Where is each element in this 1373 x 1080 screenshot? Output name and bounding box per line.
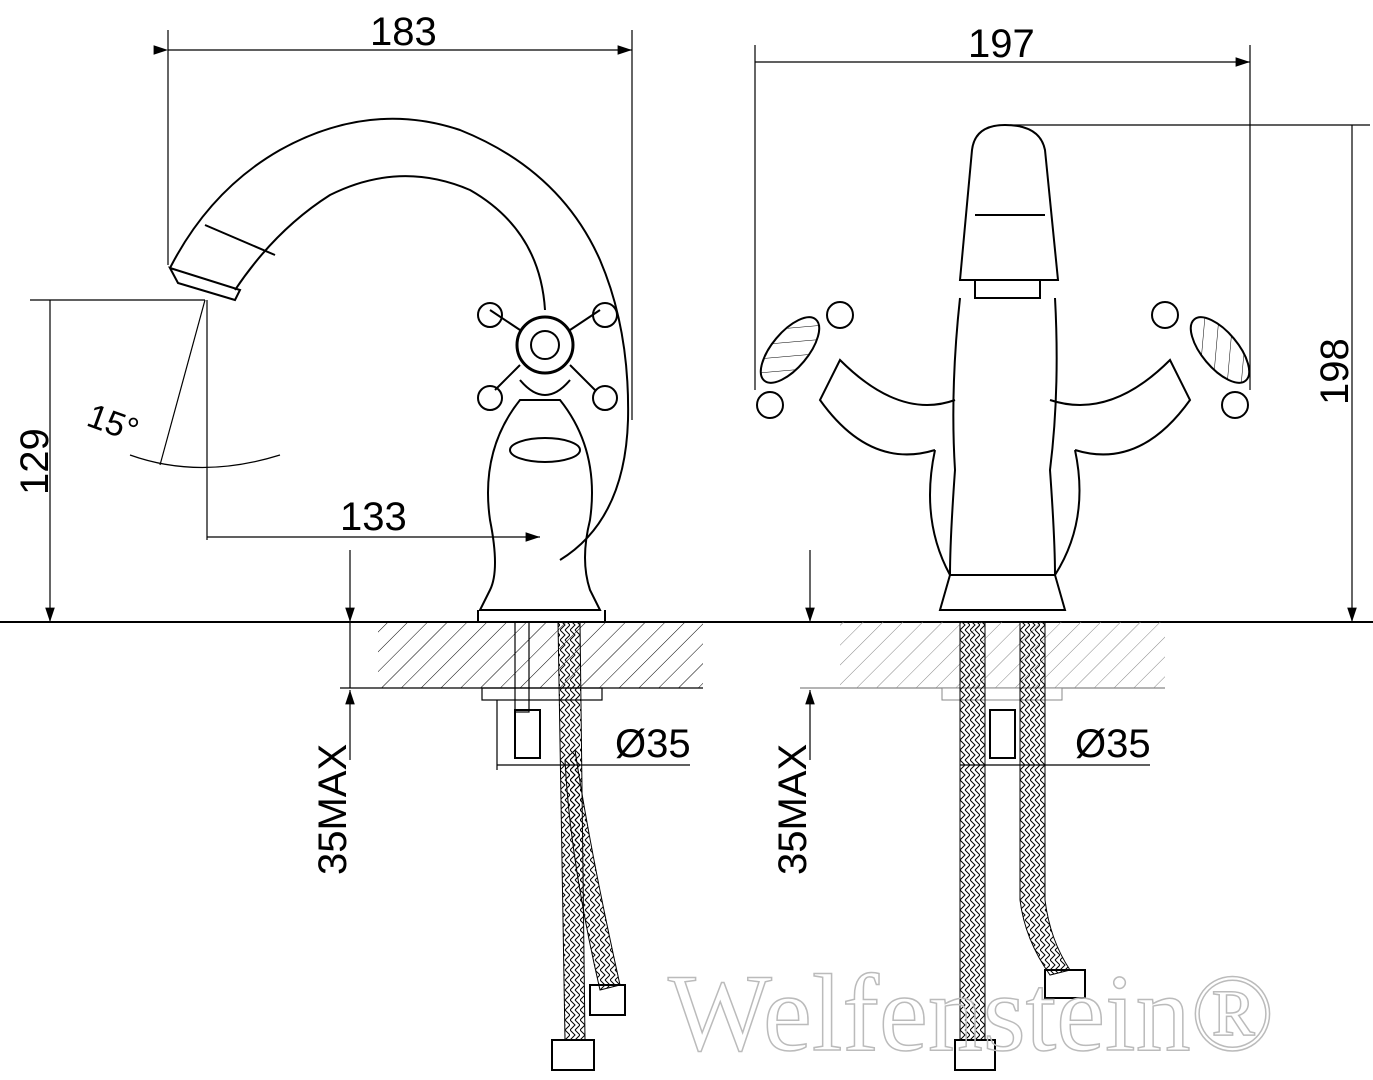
dim-thickness-front: 35MAX [771,744,815,875]
dim-thickness-side: 35MAX [311,744,355,875]
dim-height-side: 129 [13,428,57,495]
dim-reach: 133 [340,495,407,539]
dim-angle: 15° [82,397,143,450]
dim-hole-front: Ø35 [1075,722,1151,766]
dim-width-front: 197 [968,22,1035,66]
watermark-logo: Welfenstein® [668,952,1274,1074]
dim-width-side: 183 [370,10,437,54]
dim-hole-side: Ø35 [615,722,691,766]
dim-height-front: 198 [1313,338,1357,405]
front-view: 197 198 Ø35 35MAX [754,22,1370,1071]
side-view: 183 129 15° 133 [13,10,703,1071]
